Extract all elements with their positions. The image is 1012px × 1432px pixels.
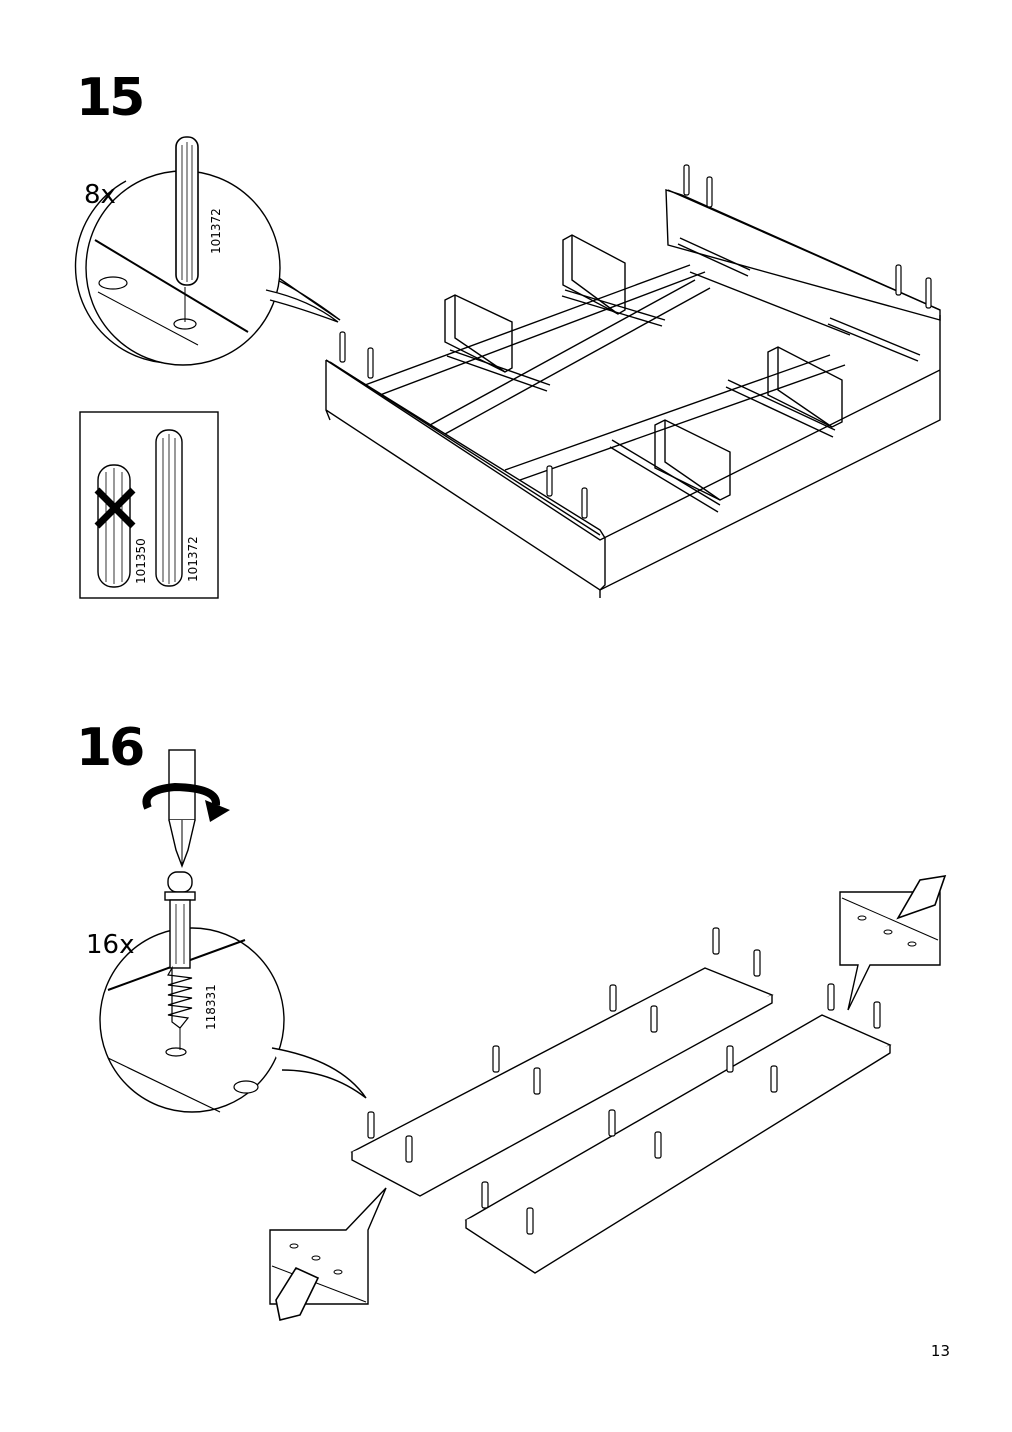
step-16-number: 16 xyxy=(76,718,145,778)
page-number: 13 xyxy=(930,1342,950,1360)
comparison-right-part-number: 101372 xyxy=(186,536,200,582)
step-15-quantity: 8x xyxy=(84,180,116,210)
step-15-number: 15 xyxy=(76,68,145,128)
step-16-quantity: 16x xyxy=(86,930,135,960)
step-16-part-number: 118331 xyxy=(204,984,218,1030)
comparison-wrong-part-number: 101350 xyxy=(134,538,148,584)
step-15-part-number: 101372 xyxy=(209,208,223,254)
